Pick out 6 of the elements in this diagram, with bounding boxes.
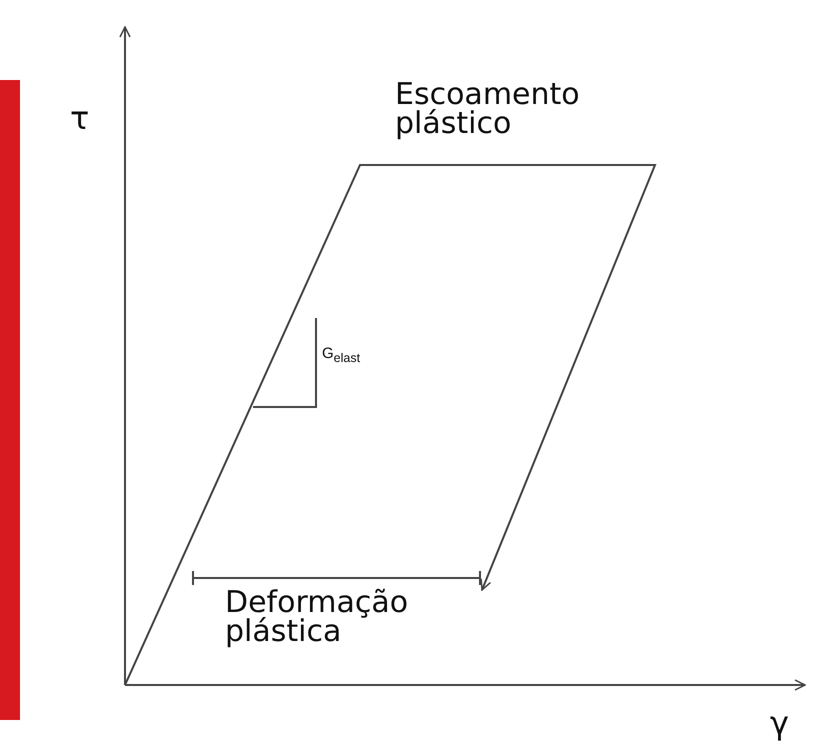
slope-label: G$_{elast}$: [322, 345, 360, 365]
axis-label: τ: [70, 100, 90, 136]
curve-label: Escoamento plástico: [395, 80, 581, 138]
dimension-label: Deformação plástica: [225, 588, 410, 646]
side-bar: [0, 80, 20, 720]
axis-label: γ: [770, 705, 789, 741]
